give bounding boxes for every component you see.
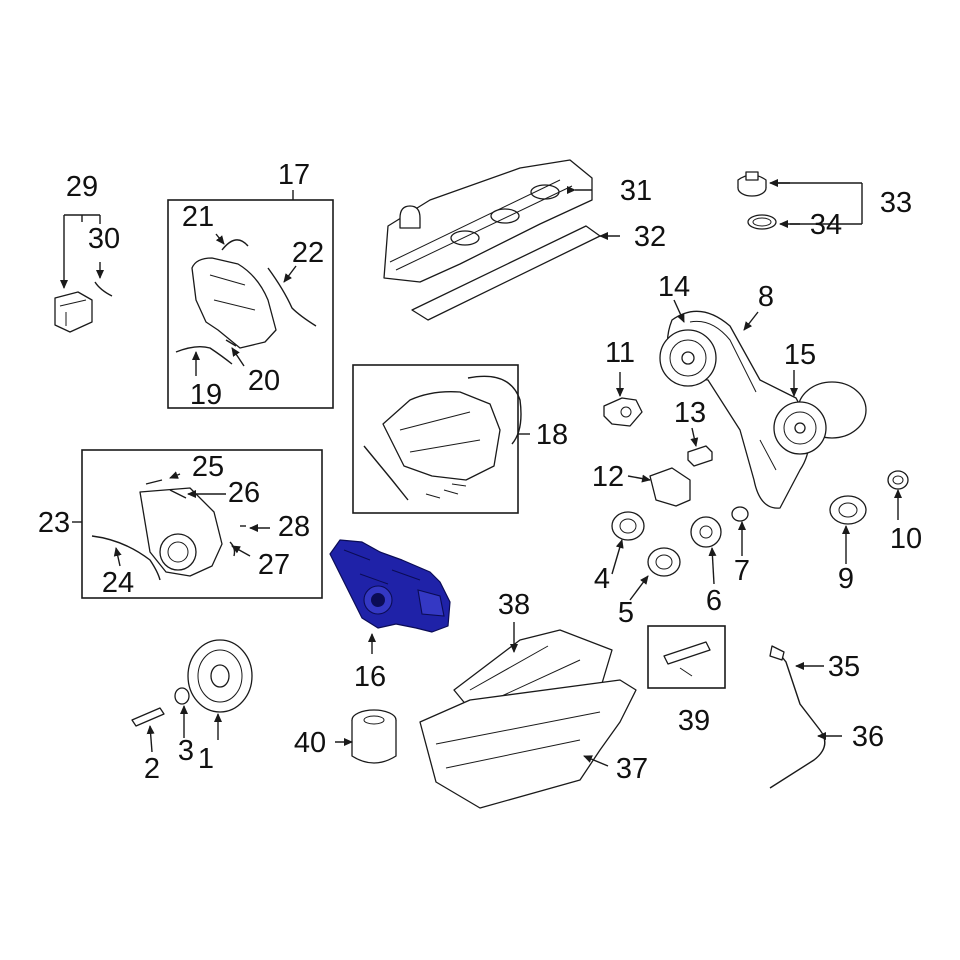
washer-3	[174, 687, 190, 705]
group-box-39	[647, 625, 726, 689]
callout-10: 10	[890, 523, 922, 555]
callout-27: 27	[258, 549, 290, 581]
leader-12	[627, 474, 651, 483]
leader-21	[215, 233, 225, 245]
hose-part-30	[94, 281, 113, 297]
leader-22	[283, 265, 297, 283]
callout-9: 9	[838, 563, 854, 595]
crank-bolt-2	[131, 707, 165, 727]
leader-37	[583, 755, 609, 767]
callout-25: 25	[192, 451, 224, 483]
callout-7: 7	[734, 555, 750, 587]
leader-8	[743, 311, 759, 331]
crank-sprocket-5	[647, 547, 681, 577]
callout-8: 8	[758, 281, 774, 313]
callout-31: 31	[620, 175, 652, 207]
bolt-part-13	[687, 445, 713, 467]
engine-mount-part	[54, 291, 93, 333]
callout-36: 36	[852, 721, 884, 753]
washer-7	[731, 506, 749, 522]
cap-gasket-part	[747, 214, 777, 230]
callout-17: 17	[278, 159, 310, 191]
leader-5	[629, 575, 649, 601]
group-box-23	[81, 449, 323, 599]
leader-29	[64, 214, 100, 288]
tensioner-bracket-part	[603, 397, 643, 427]
oil-pan-37	[419, 679, 637, 809]
callout-14: 14	[658, 271, 690, 303]
leader-27	[231, 545, 251, 557]
camshaft-sprocket-14	[659, 329, 717, 387]
sealant-tube-39	[663, 641, 711, 677]
leader-20	[231, 347, 245, 367]
callout-6: 6	[706, 585, 722, 617]
callout-11: 11	[605, 337, 635, 369]
callout-15: 15	[784, 339, 816, 371]
callout-22: 22	[292, 237, 324, 269]
idler-pulley-4	[611, 511, 645, 541]
callout-24: 24	[102, 567, 134, 599]
flange-plate-6	[690, 516, 722, 548]
dipstick-35	[769, 645, 785, 661]
timing-cover-upper-part	[191, 239, 277, 349]
callout-2: 2	[144, 753, 160, 785]
group-box-17	[167, 199, 334, 409]
timing-cover-lower-part	[363, 375, 522, 501]
callout-19: 19	[190, 379, 222, 411]
leader-24	[113, 547, 122, 567]
callout-5: 5	[618, 597, 634, 629]
dipstick-tube-36	[769, 651, 826, 789]
front-case-part	[91, 479, 246, 581]
callout-40: 40	[294, 727, 326, 759]
callout-33: 33	[880, 187, 912, 219]
oil-filler-cap-part	[737, 171, 767, 197]
seal-strip-19	[175, 345, 233, 365]
tensioner-part-12	[649, 467, 691, 507]
leader-25	[169, 471, 181, 479]
callout-4: 4	[594, 563, 610, 595]
callout-21: 21	[182, 201, 214, 233]
callout-28: 28	[278, 511, 310, 543]
callout-34: 34	[810, 209, 842, 241]
leader-6	[708, 547, 717, 585]
idler-pulley-9	[829, 495, 867, 525]
callout-32: 32	[634, 221, 666, 253]
camshaft-sprocket-15	[773, 381, 867, 455]
callout-38: 38	[498, 589, 530, 621]
seal-strip-22	[267, 267, 317, 327]
callout-39: 39	[678, 705, 710, 737]
leader-4	[611, 539, 624, 575]
leader-2	[146, 725, 155, 753]
callout-37: 37	[616, 753, 648, 785]
crank-pulley-1	[187, 639, 253, 713]
callout-1: 1	[198, 743, 214, 775]
callout-16: 16	[354, 661, 386, 693]
callout-3: 3	[178, 735, 194, 767]
callout-12: 12	[592, 461, 624, 493]
callout-18: 18	[536, 419, 568, 451]
callout-23: 23	[38, 507, 70, 539]
callout-35: 35	[828, 651, 860, 683]
leader-13	[690, 427, 699, 447]
leader-14	[673, 299, 685, 323]
oil-filter-40	[351, 709, 397, 764]
callout-13: 13	[674, 397, 706, 429]
callout-26: 26	[228, 477, 260, 509]
seal-piece-20	[225, 339, 237, 347]
callout-29: 29	[66, 171, 98, 203]
oil-pump-part-16	[329, 539, 451, 633]
group-box-18	[352, 364, 519, 514]
callout-20: 20	[248, 365, 280, 397]
callout-30: 30	[88, 223, 120, 255]
rocker-cover-part	[383, 159, 593, 283]
spacer-10	[887, 470, 909, 490]
